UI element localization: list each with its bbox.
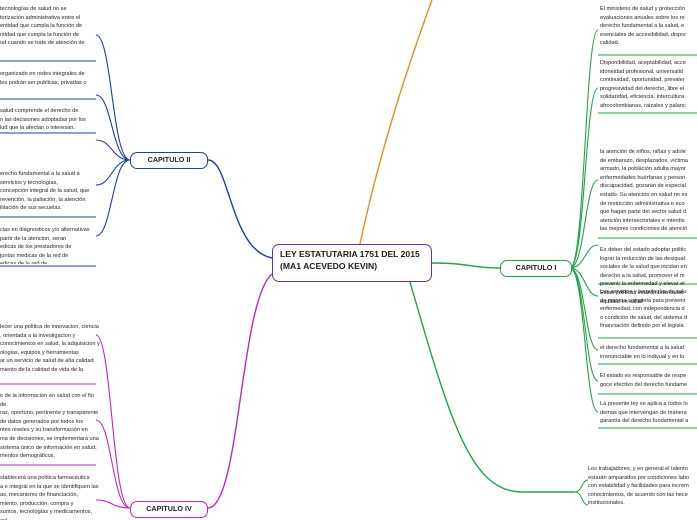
note-right-4[interactable]: Es deber del estado adoptar politic logr…	[600, 247, 687, 305]
branch-capitulo-4[interactable]: CAPITULO IV	[130, 501, 208, 518]
note-left-1[interactable]: tecnologías de salud no se torización ad…	[0, 6, 85, 47]
note-right-6[interactable]: el derecho fundamental a la salud irrenu…	[600, 345, 685, 360]
connector-center-lower-right	[409, 281, 575, 493]
note-left-8[interactable]: stablecerá una política farmacéutica a e…	[0, 475, 99, 520]
connector-center-cap1	[431, 262, 501, 269]
connector-cap4-fan	[95, 334, 131, 509]
connector-center-cap4	[207, 273, 273, 509]
connector-center-orange	[359, 0, 433, 245]
note-right-7[interactable]: El estado es responsable de respe goce e…	[600, 373, 688, 388]
note-left-2[interactable]: organizado en redes integrales de les po…	[0, 71, 87, 86]
connector-center-cap2	[207, 159, 273, 259]
note-lower-right[interactable]: Los trabajadores, y en general el talent…	[588, 466, 690, 507]
note-left-6[interactable]: lecer una política de innovacion, cienci…	[0, 324, 100, 373]
note-right-8[interactable]: La presente ley se aplica a todos lo dem…	[600, 401, 689, 425]
note-underlines-right	[598, 54, 697, 429]
note-left-7[interactable]: o de la información en salud con el fin …	[0, 393, 99, 463]
note-left-4[interactable]: erecho fundamental a la salud a servicio…	[0, 171, 90, 212]
branch-capitulo-1[interactable]: CAPITULO I	[500, 260, 572, 277]
note-left-3[interactable]: salud comprende el derecho de n las deci…	[0, 108, 86, 132]
note-right-2[interactable]: Disponibilidad, aceptabilidad, acce idon…	[600, 60, 686, 109]
note-underlines-left-magenta	[0, 383, 96, 466]
note-right-5[interactable]: Los servicios y tecnologías de salu de m…	[600, 289, 688, 330]
note-left-5[interactable]: cias en diagnosticos y/o alternativas pa…	[0, 227, 90, 264]
branch-capitulo-2[interactable]: CAPITULO II	[130, 152, 208, 169]
connector-lower-right-note	[574, 479, 589, 506]
connector-cap1-fan	[569, 29, 599, 413]
connector-cap2-fan	[95, 34, 131, 237]
note-right-3[interactable]: la atención de niños, niñas y adole de e…	[600, 149, 688, 233]
central-topic[interactable]: LEY ESTATUTARIA 1751 DEL 2015 (MA1 ACEVE…	[272, 244, 432, 282]
note-underlines-left-blue	[0, 60, 96, 267]
note-right-1[interactable]: El ministerio de salud y protección eval…	[600, 6, 687, 47]
